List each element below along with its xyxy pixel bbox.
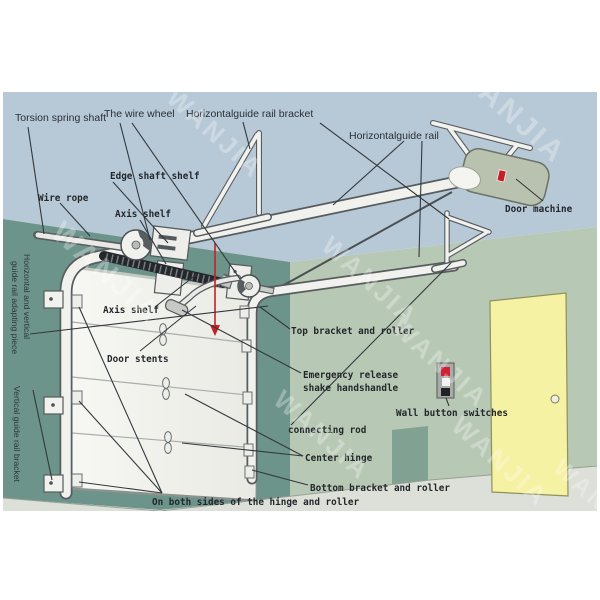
leader-line (29, 305, 269, 335)
leader-line (27, 126, 45, 235)
release-cord-arrow (210, 325, 220, 336)
part-label: Wall button switches (396, 408, 508, 419)
center-hinge (159, 323, 172, 454)
part-label: Edge shaft shelf (110, 171, 200, 182)
edge-shaft-plate (149, 225, 192, 261)
leader-line (445, 397, 450, 407)
rail-bracket-right (431, 210, 492, 273)
leader-line (139, 305, 197, 352)
leader-line (181, 309, 302, 374)
leader-line (515, 178, 544, 202)
part-label: The wire wheel (104, 108, 175, 120)
part-label: connecting rod (288, 425, 366, 436)
guide-rail-left (59, 174, 469, 500)
right-margin (597, 0, 600, 600)
guide-rail-right (246, 260, 460, 485)
torsion-assembly (33, 225, 275, 336)
edge-hinge-left (71, 294, 83, 488)
part-label: Horizontalguide rail (349, 130, 439, 142)
part-label-vertical: Horizontal and vertical (22, 254, 32, 339)
leader-line (154, 273, 198, 308)
floor (3, 466, 597, 511)
leader-line (184, 393, 304, 457)
leader-line (181, 442, 304, 457)
black-button (441, 388, 450, 396)
leader-line (418, 140, 423, 258)
leader-line (319, 122, 450, 220)
rail-bracket-top (193, 130, 272, 237)
leader-line (119, 122, 151, 241)
part-label: On both sides of the hinge and roller (152, 497, 359, 508)
leader-line (131, 122, 241, 280)
leader-line (112, 181, 169, 244)
part-label: Torsion spring shaft (15, 112, 106, 124)
leader-line (59, 202, 91, 237)
leader-line (78, 306, 163, 494)
top-margin (0, 0, 600, 92)
part-label: Axis shelf (103, 305, 159, 316)
part-label-vertical: guide rail adapting piece (10, 261, 20, 354)
leader-line (259, 306, 291, 330)
leader-line (290, 262, 452, 426)
part-label: shake handshandle (303, 383, 399, 394)
part-label: Door machine (505, 204, 573, 215)
part-label: Center hinge (305, 453, 373, 464)
leader-line (332, 140, 405, 206)
red-button (441, 367, 450, 376)
part-label: Door stents (107, 354, 169, 365)
bottom-margin (0, 511, 600, 600)
white-button (442, 378, 450, 386)
machine-light-lens (448, 166, 481, 190)
leader-line (78, 481, 163, 494)
part-label: Top bracket and roller (291, 326, 415, 337)
part-label: Axis shelf (115, 209, 171, 220)
leader-line (78, 400, 163, 494)
leader-line (251, 469, 309, 486)
part-label-vertical: Vertical guide rail bracket (12, 386, 22, 483)
jamb-bracket (43, 290, 64, 493)
left-margin (0, 0, 3, 600)
door-knob (550, 394, 560, 404)
part-label: Horizontalguide rail bracket (186, 108, 313, 120)
door-bottom-edge (71, 488, 258, 502)
leader-line (242, 121, 251, 150)
machine-indicator (496, 169, 507, 183)
part-label: Emergency release (303, 370, 399, 381)
side-door (489, 292, 569, 497)
leader-lines (27, 121, 544, 494)
part-label: Bottom bracket and roller (310, 483, 450, 494)
door-machine (448, 148, 550, 207)
part-label: Wire rope (38, 193, 89, 204)
leader-line (32, 389, 53, 481)
leader-line (139, 219, 167, 265)
wall-button-panel (436, 362, 455, 399)
floor-edge-line (2, 465, 598, 512)
